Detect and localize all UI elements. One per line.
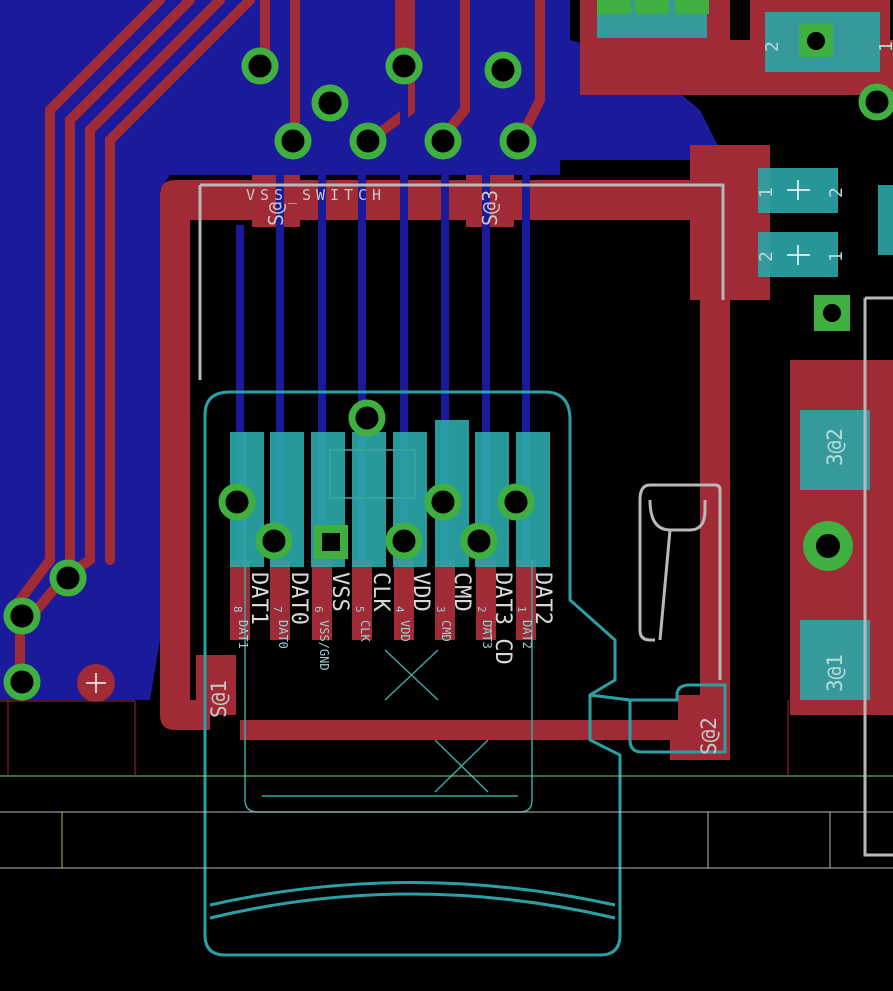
via <box>274 122 312 160</box>
pin-number: 2 <box>475 606 488 613</box>
sd-pin-labels: DAT1DAT1DAT0DAT0VSSVSS/GNDCLKCLKVDDVDDCM… <box>231 572 555 671</box>
pad-label-s-left: S@ <box>264 202 288 226</box>
vias <box>3 0 893 701</box>
pad-label-s1: S@1 <box>207 680 231 718</box>
via <box>349 122 387 160</box>
pin-number: 3 <box>434 606 447 613</box>
pad-label-s-right: S@3 <box>478 190 502 226</box>
pin-sublabel-vdd: VDD <box>398 620 412 642</box>
pin-sublabel-dat2: DAT2 <box>520 620 534 649</box>
pin-sublabel-clk: CLK <box>358 620 372 642</box>
via <box>3 663 41 701</box>
via <box>460 522 498 560</box>
via <box>484 51 522 89</box>
pin-label-dat3_cd: DAT3_CD <box>490 572 515 665</box>
via <box>385 47 423 85</box>
via <box>218 483 256 521</box>
via <box>385 522 423 560</box>
pin-sublabel-vss-gnd: VSS/GND <box>317 620 331 671</box>
board-guides <box>0 700 893 869</box>
via <box>311 84 349 122</box>
pad-label-3-2: 3@2 <box>823 428 847 466</box>
small-pad-label: 2 <box>826 187 847 198</box>
pin-number: 8 <box>231 606 244 613</box>
pin-sublabel-dat3: DAT3 <box>480 620 494 649</box>
pin-sublabel-dat1: DAT1 <box>236 620 250 649</box>
via <box>348 399 386 437</box>
small-pad-label: 1 <box>826 251 847 262</box>
via <box>424 483 462 521</box>
pad-label-s2: S@2 <box>697 717 721 755</box>
via <box>49 559 87 597</box>
pin-label-dat1: DAT1 <box>246 572 271 625</box>
pad-label-3-1: 3@1 <box>823 654 847 692</box>
silkscreen-outline <box>198 183 893 857</box>
small-pad-label: 1 <box>756 187 777 198</box>
pin-number: 4 <box>393 606 406 613</box>
pin-number: 5 <box>353 606 366 613</box>
via <box>255 522 293 560</box>
via <box>497 483 535 521</box>
pin-label-vdd: VDD <box>408 572 433 612</box>
pin-sublabel-cmd: CMD <box>439 620 453 642</box>
pin-label-cmd: CMD <box>449 572 474 612</box>
pin-number: 6 <box>312 606 325 613</box>
connector-body <box>244 432 533 813</box>
pin-sublabel-dat0: DAT0 <box>276 620 290 649</box>
pin-label-dat2: DAT2 <box>530 572 555 625</box>
via <box>241 47 279 85</box>
pin-label-vss: VSS <box>327 572 352 612</box>
via <box>499 122 537 160</box>
pin-label-clk: CLK <box>368 572 393 612</box>
pin-number: 7 <box>271 606 284 613</box>
small-pad-label: 2 <box>756 251 777 262</box>
pin-label-dat0: DAT0 <box>286 572 311 625</box>
header-label-1: 1 <box>876 41 893 52</box>
via <box>3 597 41 635</box>
via <box>424 122 462 160</box>
pin-number: 1 <box>515 606 528 613</box>
smd-pad-marks <box>787 180 810 265</box>
microsd-card-outline <box>203 390 727 957</box>
via <box>858 83 893 121</box>
header-label-2: 2 <box>762 41 783 52</box>
plus-marker <box>77 664 115 702</box>
